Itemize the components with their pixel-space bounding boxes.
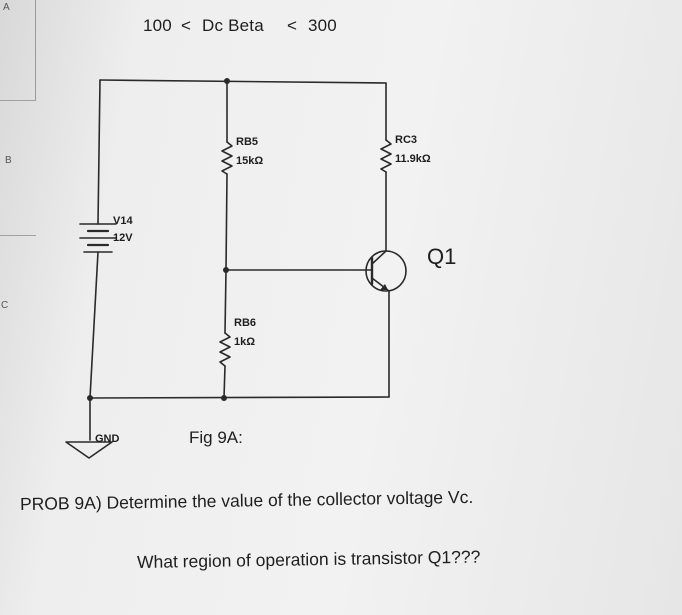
v14-value-label: 12V	[113, 232, 133, 244]
rc3-value-label: 11.9kΩ	[395, 153, 431, 165]
top-rail-wire	[99, 79, 387, 84]
battery-bottom-wire	[89, 251, 99, 399]
v14-name-label: V14	[113, 215, 133, 227]
margin-label-b: B	[5, 155, 12, 166]
rc3-name-label: RC3	[395, 134, 418, 146]
figure-caption: Fig 9A:	[189, 428, 243, 447]
junction-node	[224, 78, 230, 84]
q1-collector-lead	[371, 250, 387, 265]
battery-top-wire	[97, 79, 101, 225]
rb5-value-label: 15kΩ	[236, 155, 264, 167]
rb6-name-label: RB6	[234, 317, 257, 329]
less-than-symbol: <	[287, 16, 298, 35]
beta-high-value: 300	[308, 16, 337, 35]
junction-node	[223, 267, 229, 273]
gnd-icon	[65, 441, 113, 459]
margin-divider	[35, 0, 36, 100]
beta-low-value: 100	[143, 16, 172, 35]
rb6-bottom-wire	[223, 365, 226, 399]
rc3-resistor	[380, 139, 392, 173]
margin-label-a: A	[3, 2, 10, 13]
bottom-rail-wire	[89, 396, 390, 399]
margin-rule	[0, 100, 36, 101]
v14-battery	[79, 223, 117, 253]
gnd-label: GND	[95, 433, 120, 445]
rb5-resistor	[221, 141, 233, 175]
rb6-resistor	[219, 332, 231, 367]
rb6-top-wire	[224, 269, 227, 334]
q1-label: Q1	[427, 244, 457, 269]
less-than-symbol: <	[181, 16, 192, 35]
margin-label-c: C	[1, 300, 9, 311]
left-margin-column: A B C	[0, 0, 36, 615]
beta-parameter-label: Dc Beta	[202, 16, 264, 35]
rb5-bottom-wire	[225, 173, 228, 271]
junction-node	[87, 395, 93, 401]
junction-node	[221, 395, 227, 401]
margin-rule	[0, 235, 36, 236]
rb6-value-label: 1kΩ	[234, 336, 256, 348]
q1-emitter-arrow	[380, 284, 388, 290]
rb5-name-label: RB5	[236, 136, 259, 148]
